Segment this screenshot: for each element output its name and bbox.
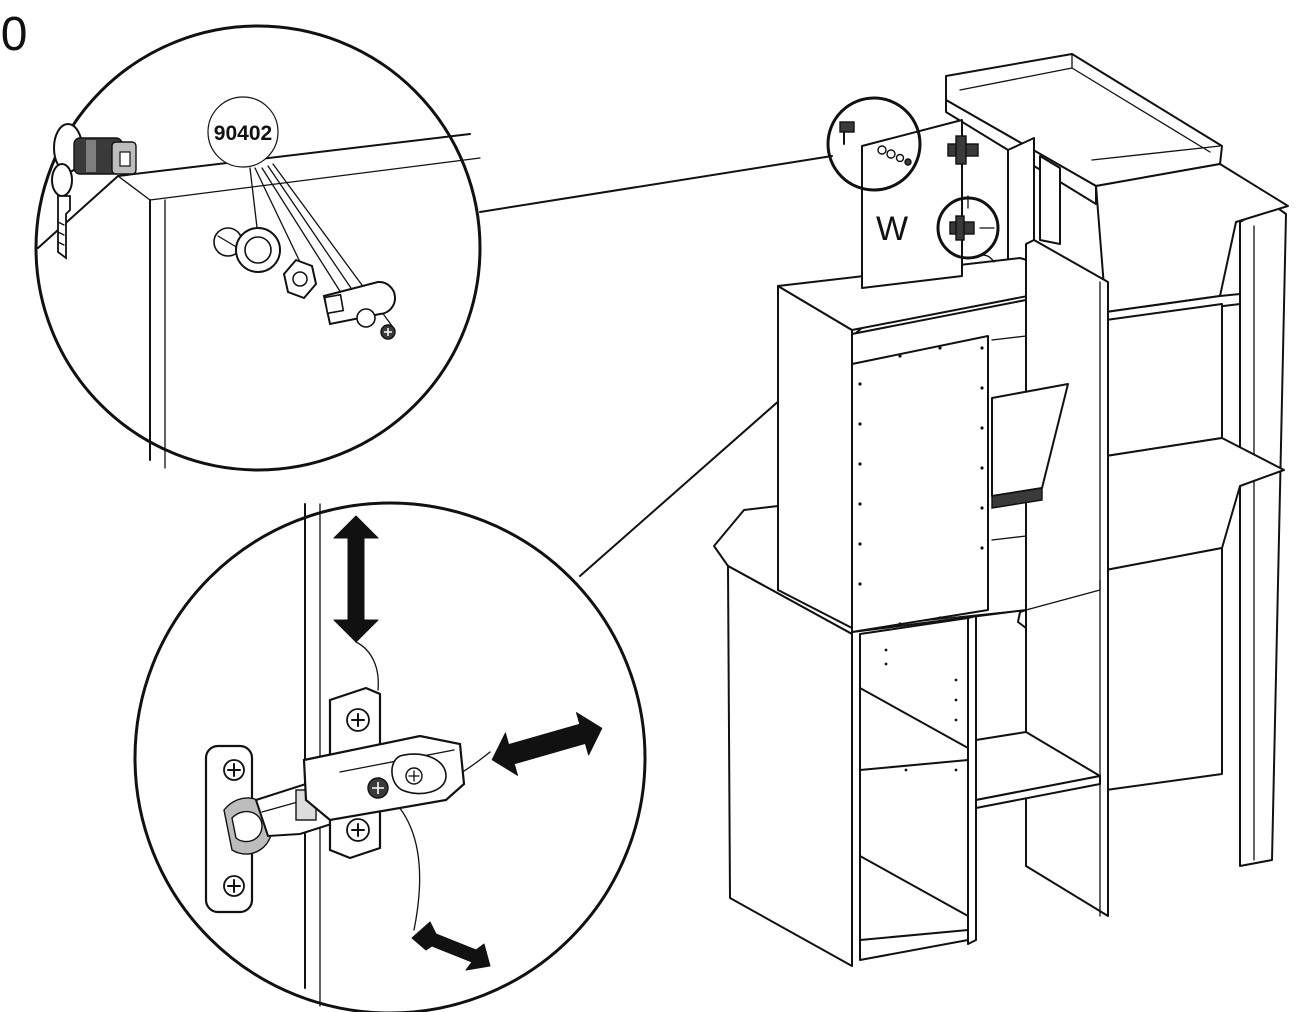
concealed-hinge-icon — [204, 686, 466, 914]
adjustment-arrow-icon — [491, 712, 603, 776]
hinge-icon-top — [947, 135, 979, 165]
concealed-hinge-icon — [949, 195, 995, 263]
adjustment-arrow-icon — [411, 921, 491, 971]
step-number: 10 — [0, 8, 27, 61]
door-hinge-holes — [858, 346, 984, 626]
door-label: W — [876, 210, 908, 248]
lock-location-callout — [826, 96, 922, 192]
cam-lock-with-keys-icon — [51, 123, 137, 260]
hinge-location-callout — [936, 195, 1000, 263]
lock-hardware-parts — [213, 227, 396, 340]
cam-lock-with-keys-icon — [839, 121, 912, 166]
shelf-pin-holes — [884, 648, 958, 772]
part-number-label: 90402 — [214, 122, 272, 145]
lock-detail-callout: 90402 — [34, 24, 833, 472]
desk-hutch-assembly: W — [713, 53, 1289, 967]
